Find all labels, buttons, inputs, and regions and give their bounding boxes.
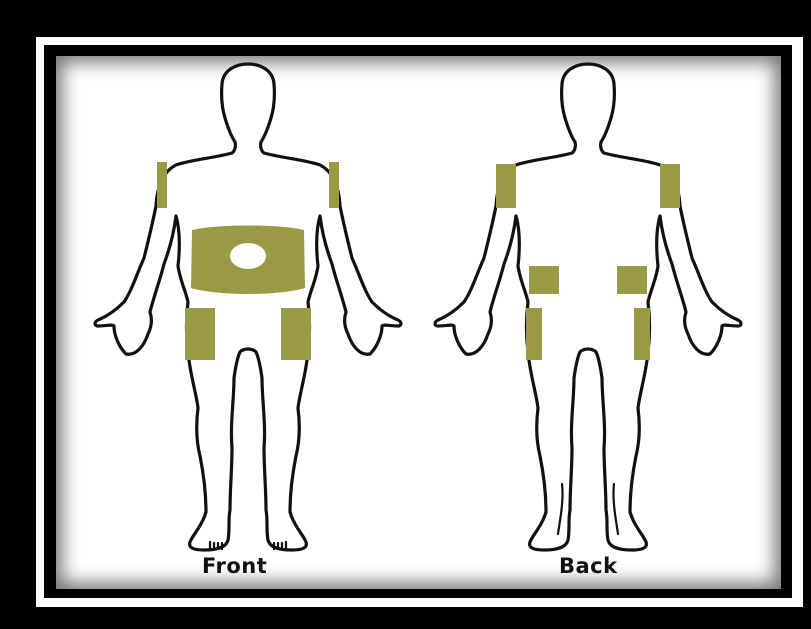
front-figure — [95, 64, 401, 550]
front-left-thigh-site — [185, 308, 215, 360]
back-left-buttock-site — [529, 266, 559, 294]
back-view-label: Back — [559, 554, 618, 578]
back-right-buttock-site — [617, 266, 647, 294]
back-right-upper-arm-site — [660, 164, 680, 208]
back-right-thigh-site — [634, 308, 650, 360]
back-figure — [435, 64, 741, 550]
front-right-upper-arm-site — [329, 162, 339, 208]
front-body-outline — [95, 64, 401, 550]
front-right-thigh-site — [281, 308, 311, 360]
back-left-thigh-site — [526, 308, 542, 360]
back-body-outline — [435, 64, 741, 550]
front-navel-exclusion — [230, 243, 266, 269]
front-left-upper-arm-site — [157, 162, 167, 208]
front-view-label: Front — [202, 554, 267, 578]
body-diagram — [56, 56, 781, 589]
diagram-panel: Front Back — [56, 56, 781, 589]
back-left-upper-arm-site — [496, 164, 516, 208]
